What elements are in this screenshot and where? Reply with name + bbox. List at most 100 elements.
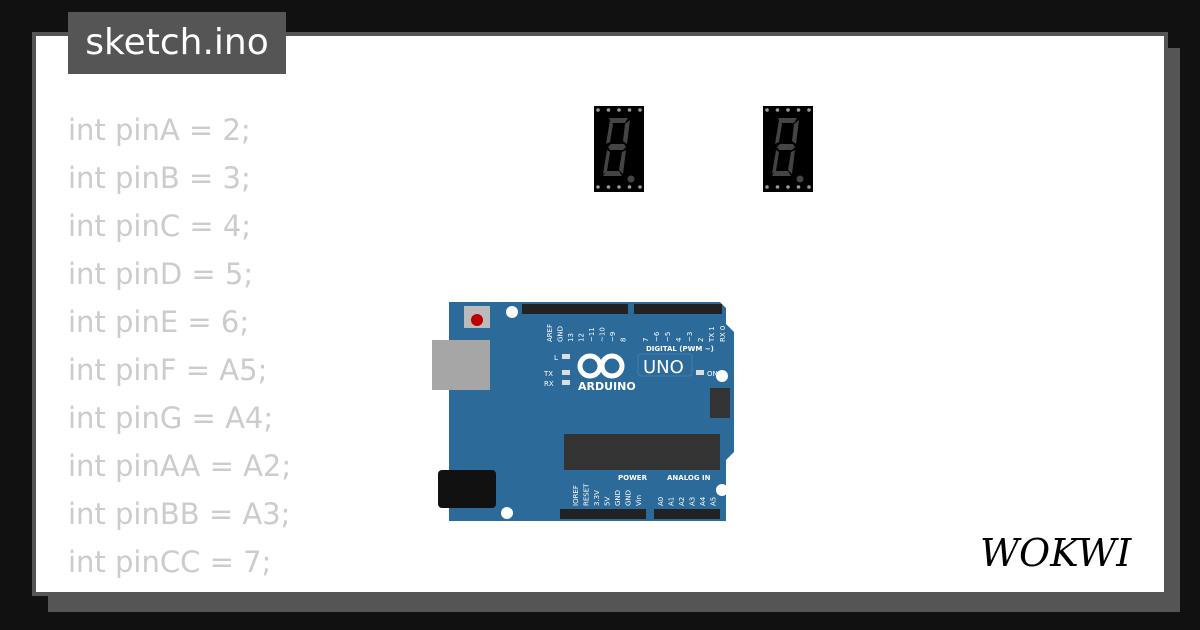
display-pin bbox=[786, 108, 790, 112]
display-pin bbox=[627, 108, 632, 112]
pin-label: A2 bbox=[678, 497, 686, 506]
segment bbox=[792, 120, 799, 144]
segment bbox=[777, 144, 795, 150]
led-label: RX bbox=[544, 380, 554, 388]
canvas: int pinA = 2; int pinB = 3; int pinC = 4; i… bbox=[32, 32, 1168, 596]
seven-segment-display-2 bbox=[763, 106, 813, 192]
display-pin bbox=[765, 185, 769, 189]
display-pin bbox=[638, 108, 642, 112]
display-pin bbox=[627, 185, 632, 189]
digital-header-left bbox=[522, 304, 628, 314]
pin-label: RX 0 bbox=[719, 326, 727, 342]
sketch-title: sketch.ino bbox=[68, 12, 286, 74]
microcontroller-chip bbox=[564, 434, 720, 470]
display-pin bbox=[796, 108, 801, 112]
pin-label: 12 bbox=[578, 333, 586, 342]
pin-label: RESET bbox=[583, 483, 591, 506]
display-pin bbox=[807, 185, 811, 189]
display-pin bbox=[638, 185, 642, 189]
mounting-hole bbox=[506, 306, 518, 318]
code-preview: int pinA = 2; int pinB = 3; int pinC = 4; i… bbox=[68, 106, 292, 592]
segment bbox=[609, 118, 628, 123]
code-line: int pinDD = 8; bbox=[68, 586, 291, 592]
pin-label: ~5 bbox=[664, 332, 672, 342]
pin-label: Vin bbox=[635, 495, 643, 506]
led-label: L bbox=[554, 354, 558, 362]
pin-label: GND bbox=[625, 490, 633, 506]
pin-label: 2 bbox=[697, 338, 705, 342]
display-pin bbox=[596, 185, 600, 189]
display-pin bbox=[765, 108, 769, 112]
power-label: POWER bbox=[618, 474, 648, 482]
mounting-hole bbox=[501, 507, 513, 519]
reset-button-cap[interactable] bbox=[471, 314, 483, 326]
display-pin bbox=[786, 185, 790, 189]
segment bbox=[619, 150, 626, 174]
pin-label: 3.3V bbox=[593, 490, 601, 506]
icsp-header bbox=[710, 388, 730, 418]
mounting-hole bbox=[716, 484, 728, 496]
usb-port bbox=[432, 340, 490, 390]
code-line: int pinD = 5; bbox=[68, 257, 254, 291]
pin-label: 4 bbox=[675, 337, 683, 342]
display-pin bbox=[617, 108, 621, 112]
segment bbox=[788, 150, 795, 174]
svg-text:WOKWI: WOKWI bbox=[980, 531, 1132, 575]
decimal-point bbox=[627, 175, 635, 183]
digital-label: DIGITAL (PWM ~) bbox=[646, 345, 714, 353]
display-pin bbox=[796, 185, 801, 189]
pin-label: ~9 bbox=[609, 332, 617, 342]
pin-label: A3 bbox=[689, 497, 697, 506]
code-line: int pinAA = A2; bbox=[68, 449, 292, 483]
display-pin bbox=[775, 185, 780, 189]
pin-label: A5 bbox=[710, 497, 718, 506]
code-line: int pinC = 4; bbox=[68, 209, 252, 243]
pin-label: A4 bbox=[699, 496, 707, 506]
display-pin bbox=[596, 108, 600, 112]
display-pin bbox=[606, 185, 611, 189]
led bbox=[562, 354, 570, 359]
pin-label: ~6 bbox=[653, 331, 661, 342]
digital-header-right bbox=[634, 304, 722, 314]
seven-segment-display-1 bbox=[594, 106, 644, 192]
pin-label: 13 bbox=[567, 333, 575, 342]
code-line: int pinBB = A3; bbox=[68, 497, 291, 531]
segment bbox=[778, 118, 797, 123]
decimal-point bbox=[796, 175, 804, 183]
arduino-uno-board[interactable]: ARDUINO UNO DIGITAL (PWM ~) POWER ANALOG… bbox=[392, 300, 742, 540]
pin-label: ~3 bbox=[686, 332, 694, 342]
pin-label: A1 bbox=[668, 497, 676, 506]
led bbox=[696, 370, 704, 375]
arduino-logo-icon bbox=[599, 353, 625, 379]
segment bbox=[772, 171, 791, 176]
display-pin bbox=[606, 108, 611, 112]
pin-label: 5V bbox=[604, 497, 612, 506]
segment bbox=[606, 120, 613, 144]
display-pin bbox=[807, 108, 811, 112]
code-line: int pinCC = 7; bbox=[68, 545, 272, 579]
pin-label: GND bbox=[557, 326, 565, 342]
code-line: int pinB = 3; bbox=[68, 161, 251, 195]
pin-label: GND bbox=[614, 490, 622, 506]
pin-label: 8 bbox=[620, 338, 628, 342]
code-line: int pinA = 2; bbox=[68, 113, 251, 147]
segment bbox=[603, 171, 622, 176]
analog-header bbox=[654, 509, 720, 519]
segment bbox=[608, 144, 626, 150]
display-pin bbox=[775, 108, 780, 112]
pin-label: ~11 bbox=[588, 327, 596, 342]
board-brand: ARDUINO bbox=[578, 380, 636, 393]
power-jack bbox=[438, 470, 496, 508]
model-box bbox=[637, 353, 693, 377]
power-header bbox=[560, 509, 646, 519]
display-pin bbox=[617, 185, 621, 189]
code-line: int pinG = A4; bbox=[68, 401, 274, 435]
segment bbox=[772, 150, 779, 174]
board-model: UNO bbox=[643, 357, 684, 378]
analog-label: ANALOG IN bbox=[667, 474, 711, 482]
wokwi-logo: WOKWI bbox=[980, 531, 1132, 575]
led bbox=[562, 370, 570, 375]
pin-label: 7 bbox=[642, 338, 650, 342]
segment bbox=[603, 150, 610, 174]
segment bbox=[775, 120, 782, 144]
